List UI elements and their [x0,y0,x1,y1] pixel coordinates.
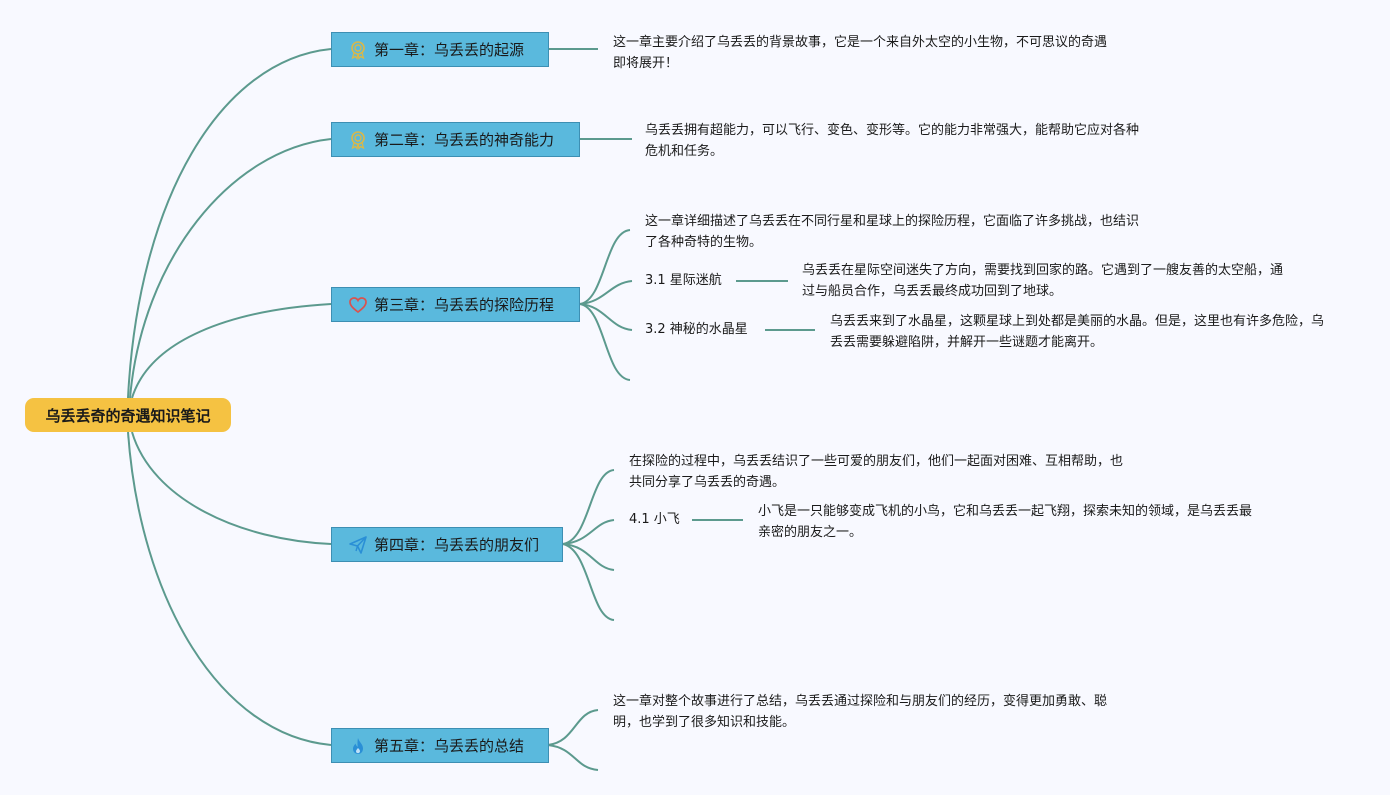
chapter-1-note: 这一章主要介绍了乌丢丢的背景故事，它是一个来自外太空的小生物，不可思议的奇遇即将… [613,35,1108,71]
connector-ch4-note [562,469,615,545]
connector-root-ch4 [131,431,332,545]
chapter-3-label: 第三章：乌丢丢的探险历程 [374,296,555,314]
chapter-3-sub-1-label[interactable]: 3.1 星际迷航 [645,273,722,288]
chapter-3-sub-2-note: 乌丢丢来到了水晶星，这颗星球上到处都是美丽的水晶。但是，这里也有许多危险，乌丢丢… [830,314,1325,350]
connector-root-ch5 [127,431,332,746]
connector-ch3-empty [579,303,631,381]
connector-ch4-sub1 [562,519,615,545]
chapter-2-note: 乌丢丢拥有超能力，可以飞行、变色、变形等。它的能力非常强大，能帮助它应对各种危机… [645,123,1140,159]
chapter-4-note: 在探险的过程中，乌丢丢结识了一些可爱的朋友们，他们一起面对困难、互相帮助，也共同… [629,454,1124,490]
root-topic[interactable]: 乌丢丢奇的奇遇知识笔记 [25,398,231,432]
chapter-4-sub-1-note: 小飞是一只能够变成飞机的小鸟，它和乌丢丢一起飞翔，探索未知的领域，是乌丢丢最亲密… [758,504,1253,540]
connector-ch4-empty1 [562,543,615,571]
chapter-4-label: 第四章：乌丢丢的朋友们 [374,536,540,554]
chapter-3-topic[interactable]: 第三章：乌丢丢的探险历程 [331,287,580,322]
connector-ch3-sub2 [579,303,633,331]
ribbon-badge-icon [347,129,369,151]
chapter-3-note: 这一章详细描述了乌丢丢在不同行星和星球上的探险历程，它面临了许多挑战，也结识了各… [645,214,1140,250]
chapter-1-topic[interactable]: 第一章：乌丢丢的起源 [331,32,549,67]
chapter-2-label: 第二章：乌丢丢的神奇能力 [374,131,555,149]
connector-ch5-empty [547,744,599,771]
ribbon-badge-icon [347,39,369,61]
chapter-4-topic[interactable]: 第四章：乌丢丢的朋友们 [331,527,563,562]
connector-root-ch3 [131,303,332,399]
chapter-5-label: 第五章：乌丢丢的总结 [374,737,525,755]
connector-ch4-empty2 [562,543,615,621]
connector-ch3-sub1 [579,280,633,305]
heart-icon [347,294,369,316]
chapter-3-sub-2-label[interactable]: 3.2 神秘的水晶星 [645,322,748,337]
connector-root-ch1 [127,48,332,399]
paper-plane-icon [347,534,369,556]
connector-ch5-note [547,709,599,746]
chapter-2-topic[interactable]: 第二章：乌丢丢的神奇能力 [331,122,580,157]
connector-ch3-note [579,229,631,305]
chapter-5-note: 这一章对整个故事进行了总结，乌丢丢通过探险和与朋友们的经历，变得更加勇敢、聪明，… [613,694,1108,730]
chapter-3-sub-1-note: 乌丢丢在星际空间迷失了方向，需要找到回家的路。它遇到了一艘友善的太空船，通过与船… [802,263,1284,299]
chapter-5-topic[interactable]: 第五章：乌丢丢的总结 [331,728,549,763]
flame-icon [347,735,369,757]
chapter-1-label: 第一章：乌丢丢的起源 [374,41,525,59]
connector-root-ch2 [129,138,332,399]
chapter-4-sub-1-label[interactable]: 4.1 小飞 [629,512,680,527]
